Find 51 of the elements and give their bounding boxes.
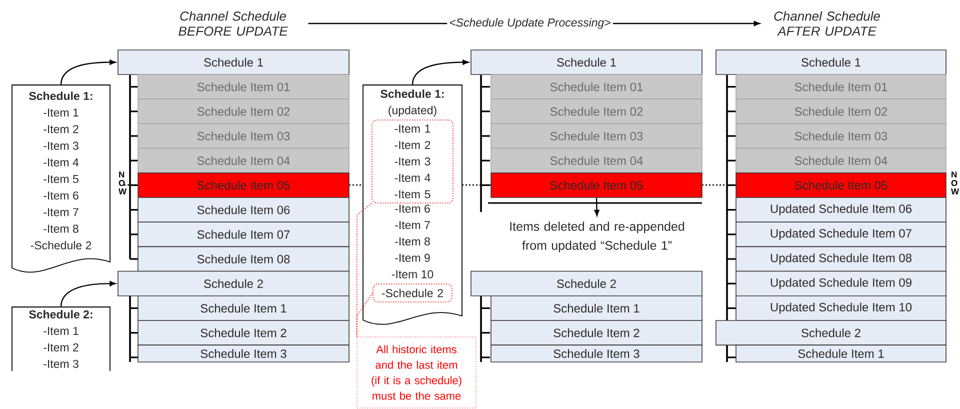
current-item-row: Schedule Item 05 xyxy=(736,172,946,198)
past-item-row: Schedule Item 01 xyxy=(490,74,702,100)
schedule-header: Schedule 1 xyxy=(118,50,350,75)
past-item-row: Schedule Item 04 xyxy=(490,148,702,174)
item-row: Schedule Item 08 xyxy=(138,246,350,272)
past-item-row: Schedule Item 01 xyxy=(736,74,946,100)
past-item-row: Schedule Item 03 xyxy=(490,123,702,149)
past-item-row: Schedule Item 02 xyxy=(490,98,702,124)
item-row: Schedule Item 3 xyxy=(138,344,350,362)
item-row: Updated Schedule Item 07 xyxy=(736,222,946,248)
leader-line xyxy=(356,292,373,338)
past-item-row: Schedule Item 02 xyxy=(736,98,946,124)
arrow xyxy=(594,198,600,216)
item-row: Updated Schedule Item 06 xyxy=(736,197,946,222)
now-marker: N O W xyxy=(118,172,127,194)
current-item-row: Schedule Item 05 xyxy=(490,172,702,198)
schedule-header: Schedule 2 xyxy=(470,270,702,296)
item-row: Updated Schedule Item 10 xyxy=(736,296,946,321)
schedule-header: Schedule 2 xyxy=(118,270,350,296)
item-row: Schedule Item 07 xyxy=(138,222,350,248)
note-text: Items deleted and re-appended from updated “Schedule 1” xyxy=(510,222,684,252)
past-item-row: Schedule Item 04 xyxy=(138,148,350,174)
current-item-row: Schedule Item 05 xyxy=(138,172,350,198)
arrow xyxy=(412,60,469,85)
past-item-row: Schedule Item 04 xyxy=(736,148,946,174)
item-row: Schedule Item 2 xyxy=(138,320,350,346)
item-row: Schedule Item 1 xyxy=(490,296,702,321)
item-row: Updated Schedule Item 08 xyxy=(736,246,946,272)
edge-label: <Schedule Update Processing> xyxy=(447,16,613,31)
column-title: Channel Schedule BEFORE UPDATE xyxy=(178,11,288,36)
highlighted-list: -Schedule 2 xyxy=(372,284,452,302)
leader-line xyxy=(356,202,372,338)
item-row: Schedule Item 06 xyxy=(138,197,350,222)
highlighted-list: -Item 1 -Item 2 -Item 3 -Item 4 -Item 5 xyxy=(372,120,454,204)
item-row: Schedule Item 3 xyxy=(490,344,702,362)
column-title: Channel Schedule AFTER UPDATE xyxy=(774,11,880,36)
item-row: Schedule Item 1 xyxy=(138,296,350,321)
past-item-row: Schedule Item 02 xyxy=(138,98,350,124)
item-row: Schedule Item 2 xyxy=(490,320,702,346)
past-item-row: Schedule Item 03 xyxy=(736,123,946,149)
schedule-header: Schedule 2 xyxy=(716,320,946,346)
schedule-header: Schedule 1 xyxy=(470,50,702,75)
arrow xyxy=(60,60,116,85)
schedule-header: Schedule 1 xyxy=(716,50,946,75)
past-item-row: Schedule Item 01 xyxy=(138,74,350,100)
arrow xyxy=(60,281,116,307)
now-marker: N O W xyxy=(951,172,959,194)
past-item-row: Schedule Item 03 xyxy=(138,123,350,149)
note-box: All historic items and the last item (if it is a schedule) must be the same xyxy=(356,336,476,408)
item-row: Updated Schedule Item 09 xyxy=(736,270,946,296)
item-row: Schedule Item 1 xyxy=(736,344,946,362)
